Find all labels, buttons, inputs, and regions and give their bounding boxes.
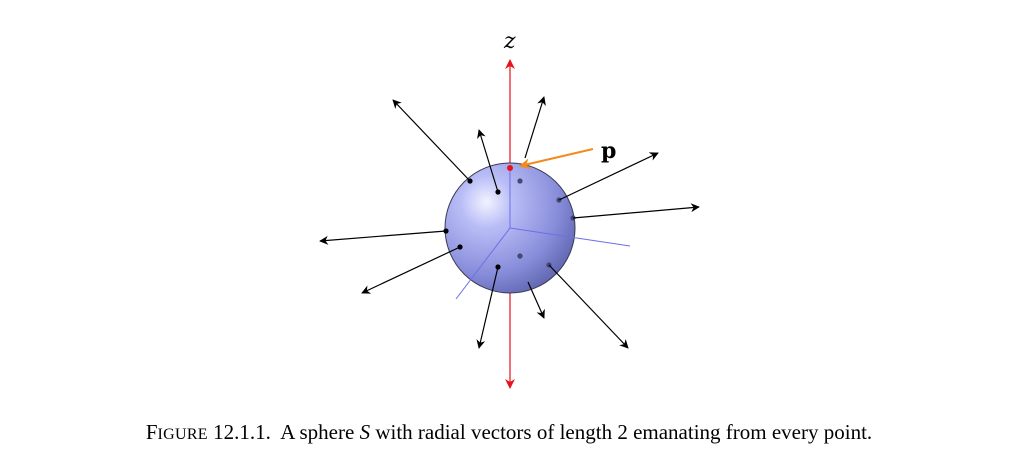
caption-text-start: A sphere [280,420,355,444]
z-axis-label: z [503,29,516,54]
caption-figure-number: 12.1.1. [213,420,271,444]
caption-figure-initial: F [145,420,158,444]
point-p [507,165,513,171]
caption-text-end: with radial vectors of length 2 emanatin… [375,420,873,444]
caption-figure-word: IGURE [157,426,208,443]
point-p-label: p [601,138,616,164]
front-points [443,178,501,270]
inner-axes [455,165,631,300]
radial-vectors [319,96,700,349]
sphere-vector-diagram: z [319,29,700,389]
caption-variable: S [359,420,371,444]
figure-caption: FIGURE 12.1.1. A sphere S with radial ve… [0,420,1018,445]
point-p-pointer [518,148,594,170]
